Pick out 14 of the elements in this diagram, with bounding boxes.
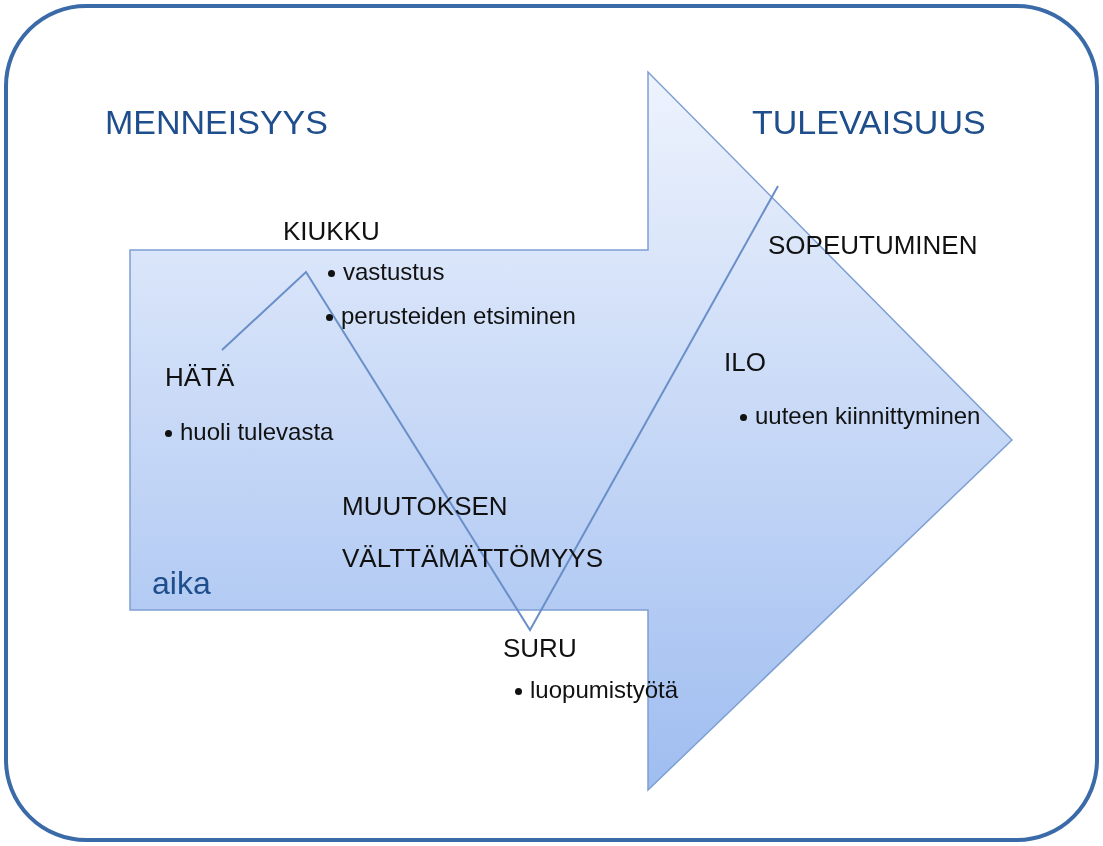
bullet-item: luopumistyötä [515,676,679,704]
bullet-item: vastustus [328,258,445,286]
bullet-item: huoli tulevasta [165,418,334,446]
stage-label: MUUTOKSEN VÄLTTÄMÄTTÖMYYS [342,490,604,575]
heading-text: TULEVAISUUS [752,103,986,142]
bullet-item: uuteen kiinnittyminen [740,402,981,430]
stage-label: ILO [724,347,766,378]
heading-text: aika [152,565,211,602]
heading-text: MENNEISYYS [105,103,328,142]
bullet-item: perusteiden etsiminen [326,302,576,330]
stage-label: HÄTÄ [165,362,235,393]
stage-label: KIUKKU [283,216,380,247]
stage-label: SURU [503,633,577,664]
stage-label: SOPEUTUMINEN [768,230,978,261]
